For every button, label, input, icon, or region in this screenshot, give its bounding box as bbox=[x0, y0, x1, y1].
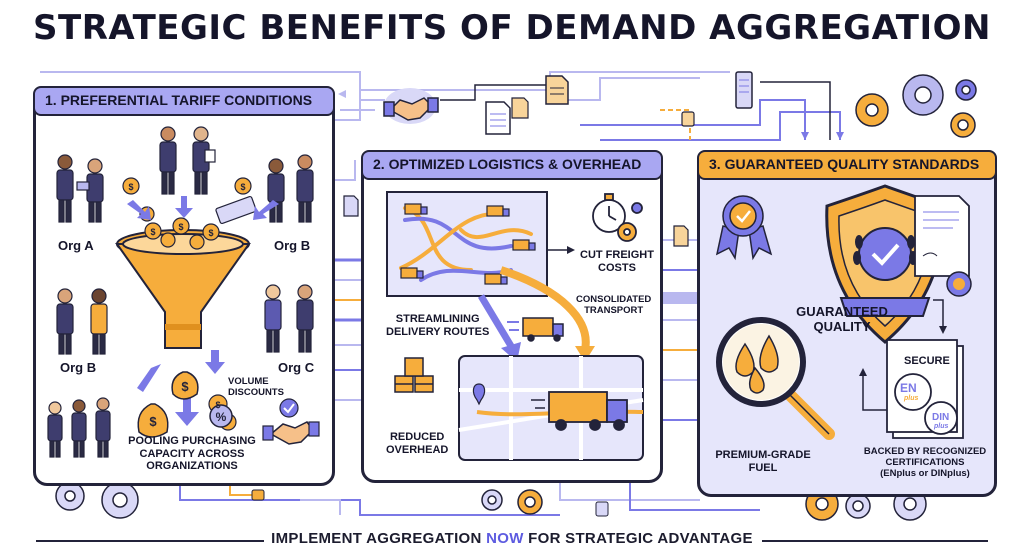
award-ribbon-icon bbox=[715, 195, 773, 261]
org-b-bottom-label: Org B bbox=[60, 360, 97, 375]
footer-tagline: IMPLEMENT AGGREGATION NOW FOR STRATEGIC … bbox=[0, 530, 1024, 547]
secure-label: SECURE bbox=[904, 355, 950, 367]
truck-icon-group bbox=[400, 203, 536, 285]
premium-fuel-label: PREMIUM-GRADE FUEL bbox=[715, 449, 811, 474]
tariff-illustration: $ $ % $ $ $ $ $ $ bbox=[47, 126, 320, 458]
document-icon-d bbox=[735, 71, 753, 109]
panel-logistics-overhead: 2. OPTIMIZED LOGISTICS & OVERHEAD bbox=[361, 150, 663, 483]
footer-rule-right bbox=[762, 540, 988, 542]
logistics-illustration bbox=[386, 191, 644, 461]
truck-icon-small bbox=[507, 317, 564, 342]
funnel-icon bbox=[115, 229, 251, 349]
people-group-org-b-top bbox=[267, 154, 314, 223]
svg-text:$: $ bbox=[181, 379, 189, 394]
handshake-icon-top bbox=[383, 88, 439, 124]
panel-tariff-heading: 1. PREFERENTIAL TARIFF CONDITIONS bbox=[33, 86, 335, 116]
panel-tariff-conditions: 1. PREFERENTIAL TARIFF CONDITIONS bbox=[33, 86, 335, 486]
panel-logistics-heading: 2. OPTIMIZED LOGISTICS & OVERHEAD bbox=[361, 150, 663, 180]
certificate-icon bbox=[914, 195, 972, 297]
guaranteed-quality-label: GUARANTEED QUALITY bbox=[796, 304, 888, 334]
truck-icon-large bbox=[531, 391, 628, 431]
document-icon-a bbox=[545, 75, 569, 105]
svg-text:$: $ bbox=[178, 222, 183, 232]
svg-text:$: $ bbox=[149, 414, 157, 429]
panel-quality-standards: 3. GUARANTEED QUALITY STANDARDS bbox=[697, 150, 997, 497]
svg-text:$: $ bbox=[208, 228, 213, 238]
percent-badge-icon: % bbox=[209, 404, 233, 428]
cut-freight-label: CUT FREIGHT COSTS bbox=[580, 249, 654, 274]
page-title: STRATEGIC BENEFITS OF DEMAND AGGREGATION bbox=[33, 8, 991, 48]
footer-text-highlight: NOW bbox=[486, 530, 524, 547]
din-plus-sub: plus bbox=[934, 423, 949, 430]
quality-illustration bbox=[715, 184, 972, 440]
gear-icon-cluster-top bbox=[855, 74, 977, 138]
document-icon-c bbox=[511, 97, 529, 119]
en-plus-logo: EN bbox=[900, 381, 917, 395]
people-group-top-center bbox=[159, 126, 216, 195]
document-icon-b bbox=[485, 101, 511, 135]
svg-text:$: $ bbox=[128, 182, 133, 192]
footer-text-before: IMPLEMENT AGGREGATION bbox=[271, 530, 487, 547]
people-group-org-a bbox=[56, 154, 104, 223]
svg-text:$: $ bbox=[240, 182, 245, 192]
people-group-bottom-left bbox=[47, 397, 111, 458]
document-icon-f bbox=[673, 225, 689, 247]
svg-text:%: % bbox=[216, 410, 227, 424]
din-plus-logo: DIN bbox=[932, 412, 950, 423]
pooling-label: POOLING PURCHASING CAPACITY ACROSS ORGAN… bbox=[128, 435, 256, 473]
map-pin-icon bbox=[472, 383, 486, 406]
fuel-drop-icon bbox=[735, 334, 779, 394]
org-b-top-label: Org B bbox=[274, 238, 311, 253]
reduced-overhead-label: REDUCED OVERHEAD bbox=[386, 431, 449, 456]
handshake-icon-bottom bbox=[262, 398, 320, 445]
secure-document-stack bbox=[886, 339, 964, 439]
org-c-label: Org C bbox=[278, 360, 315, 375]
consolidated-label: CONSOLIDATED TRANSPORT bbox=[576, 294, 652, 316]
people-group-org-b-bottom bbox=[56, 288, 108, 355]
document-icon-e bbox=[343, 195, 359, 217]
en-plus-sub: plus bbox=[904, 395, 919, 402]
streamlining-label: STREAMLINING DELIVERY ROUTES bbox=[386, 313, 490, 338]
org-a-label: Org A bbox=[58, 238, 94, 253]
backed-by-label: BACKED BY RECOGNIZED CERTIFICATIONS (ENp… bbox=[863, 446, 987, 479]
magnifier-icon bbox=[716, 317, 835, 440]
svg-text:$: $ bbox=[150, 227, 155, 237]
volume-discounts-label: VOLUME DISCOUNTS bbox=[228, 376, 284, 398]
panel-quality-heading: 3. GUARANTEED QUALITY STANDARDS bbox=[697, 150, 997, 180]
svg-text:$: $ bbox=[215, 400, 220, 410]
document-icon-g bbox=[681, 111, 695, 127]
footer-text-after: FOR STRATEGIC ADVANTAGE bbox=[523, 530, 753, 547]
boxes-icon bbox=[394, 357, 434, 393]
people-group-org-c bbox=[264, 284, 314, 353]
money-bag-icon bbox=[137, 371, 199, 438]
stopwatch-icon bbox=[592, 193, 643, 242]
footer-rule-left bbox=[36, 540, 264, 542]
